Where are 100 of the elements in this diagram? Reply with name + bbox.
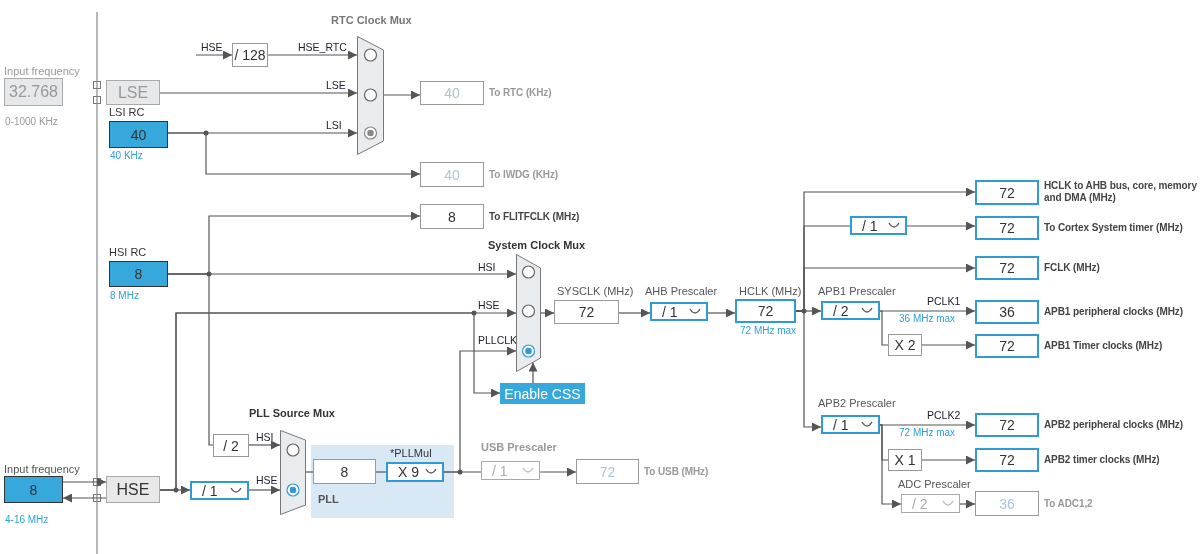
value-display: 8 [420,204,484,229]
heading-label: LSI RC [109,106,145,118]
arrow [921,455,976,465]
value-display: 72 [975,334,1039,358]
edge-label: PLLCLK [478,334,518,346]
dropdown-select: / 1 [650,302,708,321]
caption-label: APB2 timer clocks (MHz) [1044,454,1160,465]
value-display: 40 [420,81,484,105]
arrow [159,88,358,98]
edge-label: HSI [256,431,274,443]
caption-label: 36 MHz max [899,313,956,324]
caption-label: 8 MHz [110,290,139,301]
dropdown-select: / 2 [821,301,880,320]
heading-label: HCLK (MHz) [739,285,802,297]
dropdown-select: X 9 [386,462,444,482]
value-display: 36 [975,300,1039,324]
arrow [167,132,421,179]
caption-label: 72 MHz max [899,427,956,438]
heading-label: HSI RC [109,246,147,258]
region-title: PLL [318,493,339,505]
dropdown-select: / 1 [190,481,249,500]
dropdown-select: / 1 [850,216,907,235]
value-display: 72 [975,448,1039,472]
value-display: LSE [106,80,160,105]
value-display: 72 [975,216,1039,240]
caption-label: 4-16 MHz [5,514,49,525]
heading-label: Input frequency [4,463,80,475]
heading-label: SYSCLK (MHz) [557,285,634,297]
value-display: 72 [975,180,1039,205]
arrow [795,310,822,432]
frequency-input: 8 [4,476,63,503]
edge-label: LSI [326,119,342,131]
arrow [921,340,976,350]
value-display: 72 [975,256,1039,280]
value-display: 40 [420,162,484,187]
arrow [528,361,538,384]
edge-label: PCLK1 [927,295,961,307]
edge-label: HSE [478,299,500,311]
value-display: 72 [975,413,1039,437]
arrow [267,50,358,60]
arrow [539,467,577,477]
heading-label: PLL Source Mux [249,407,335,419]
value-display: 8 [313,459,376,484]
caption-label: 72 MHz max [740,325,797,336]
caption-label: FCLK (MHz) [1044,262,1100,273]
value-display: 72 [554,300,619,324]
arrow [383,90,421,100]
arrow [879,424,902,509]
caption-label: To Cortex System timer (MHz) [1044,222,1183,233]
dropdown-select: / 1 [821,415,880,434]
arrow [618,308,651,318]
caption-label: To RTC (KHz) [489,87,552,98]
arrow [195,50,233,60]
caption-label: APB1 peripheral clocks (MHz) [1044,306,1183,317]
edge-label: HSE_RTC [298,41,347,53]
value-display: 36 [975,491,1039,516]
caption-label: 0-1000 KHz [5,116,58,127]
heading-label: RTC Clock Mux [331,14,412,26]
arrow [959,499,976,509]
heading-label: APB2 Prescaler [818,397,896,409]
value-display: X 1 [888,449,922,471]
value-display: X 2 [888,334,922,356]
arrow [707,308,736,318]
arrow [248,440,281,450]
caption-label: To ADC1,2 [1044,497,1093,509]
dropdown-select: / 1 [481,461,540,480]
value-display: / 128 [232,43,268,67]
edge-label: LSE [326,79,346,91]
caption-label: To USB (MHz) [644,465,709,477]
value-display: 72 [576,459,639,484]
edge-label: PCLK2 [927,409,961,421]
arrow [62,477,107,487]
enable-css-button: Enable CSS [500,383,585,404]
caption-label: HCLK to AHB bus, core, memory and DMA (MHz) [1044,180,1198,204]
arrow [248,485,281,495]
arrow [540,308,555,318]
heading-label: AHB Prescaler [645,285,718,297]
dropdown-select: / 2 [901,494,960,513]
heading-label: System Clock Mux [488,239,586,251]
value-display: 32.768 [4,78,63,106]
caption-label: To IWDG (KHz) [489,168,559,180]
arrow [62,493,107,503]
caption-label: 40 KHz [110,150,143,161]
frequency-input: 40 [109,121,168,148]
caption-label: To FLITFCLK (MHz) [489,210,580,222]
edge-label: HSE [256,474,278,486]
heading-label: ADC Prescaler [898,478,971,490]
edge-label: HSE [201,41,223,53]
arrow [906,221,976,231]
value-display: 72 [735,299,796,323]
heading-label: *PLLMul [390,447,432,459]
caption-label: APB2 peripheral clocks (MHz) [1044,419,1183,430]
heading-label: APB1 Prescaler [818,285,896,297]
value-display: / 2 [213,434,249,457]
caption-label: APB1 Timer clocks (MHz) [1044,340,1163,351]
heading-label: Input frequency [4,65,80,77]
heading-label: USB Prescaler [481,441,557,453]
oscillator-block: HSE [106,476,160,503]
edge-label: HSI [478,261,496,273]
frequency-input: 8 [109,261,168,287]
